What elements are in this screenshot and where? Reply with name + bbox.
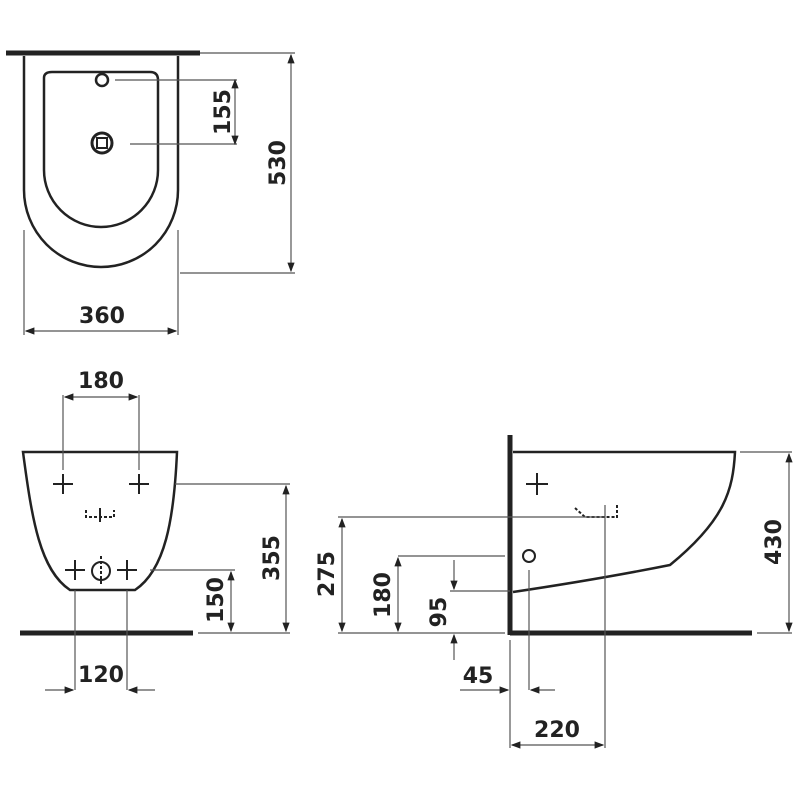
dim-outlet-height: 95	[427, 597, 452, 628]
dim-lower-fix-height: 150	[204, 577, 229, 623]
dim-fixing-spacing-bottom: 120	[78, 663, 124, 688]
dim-fixing-depth: 220	[534, 718, 580, 743]
dim-height: 430	[762, 519, 787, 565]
dim-tap-to-outlet: 155	[211, 89, 236, 135]
dim-depth: 530	[266, 140, 291, 186]
dim-upper-fix-height: 355	[260, 535, 285, 581]
dim-width: 360	[79, 304, 125, 329]
side-view	[338, 435, 793, 749]
dim-outlet-offset: 45	[463, 664, 494, 689]
top-view	[6, 50, 295, 335]
dim-upper-height: 275	[315, 551, 340, 597]
front-view	[20, 393, 290, 694]
dim-water-inlet-height: 180	[371, 572, 396, 618]
dim-fixing-spacing-top: 180	[78, 369, 124, 394]
